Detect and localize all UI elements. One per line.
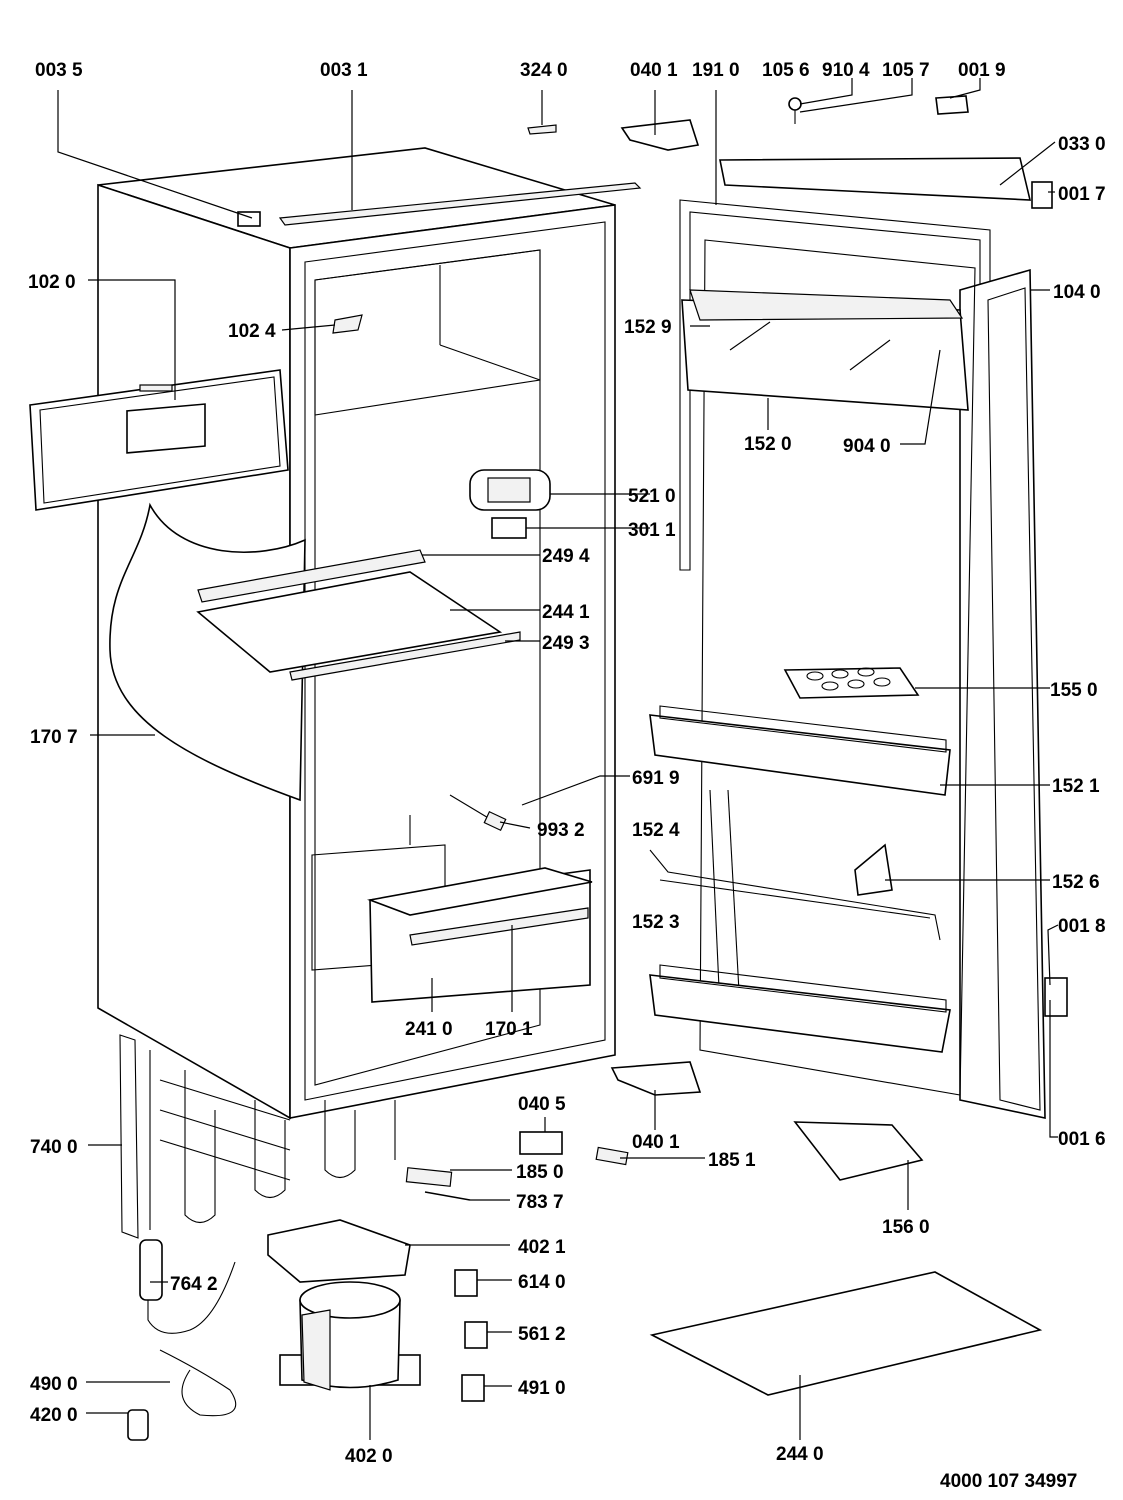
label-2441: 244 1 <box>542 602 590 623</box>
ice-tray <box>793 1121 924 1181</box>
label-0031: 003 1 <box>320 60 368 81</box>
label-2493: 249 3 <box>542 633 590 654</box>
label-4020: 402 0 <box>345 1446 393 1467</box>
label-5612: 561 2 <box>518 1324 566 1345</box>
bottle-divider <box>854 843 893 896</box>
label-1520: 152 0 <box>744 434 792 455</box>
label-1550: 155 0 <box>1050 680 1098 701</box>
label-1910: 191 0 <box>692 60 740 81</box>
egg-tray <box>783 667 920 699</box>
label-1850: 185 0 <box>516 1162 564 1183</box>
power-cord <box>147 1245 237 1417</box>
label-3240: 324 0 <box>520 60 568 81</box>
crisper-drawer <box>367 867 593 1003</box>
label-0330: 033 0 <box>1058 134 1106 155</box>
door-shelf-lower <box>649 964 951 1053</box>
door-shelf-upper <box>649 705 951 796</box>
label-1523: 152 3 <box>632 912 680 933</box>
label-0401-bottom: 040 1 <box>632 1132 680 1153</box>
label-5210: 521 0 <box>628 486 676 507</box>
label-2494: 249 4 <box>542 546 590 567</box>
hinge-plate-top <box>719 157 1032 201</box>
bottom-hinge <box>610 1061 702 1096</box>
label-1707: 170 7 <box>30 727 78 748</box>
label-1560: 156 0 <box>882 1217 930 1238</box>
compressor-bracket <box>267 1219 411 1283</box>
compressor <box>279 1281 421 1391</box>
label-0017: 001 7 <box>1058 184 1106 205</box>
label-7400: 740 0 <box>30 1137 78 1158</box>
door <box>679 199 1046 1119</box>
label-2440: 244 0 <box>776 1444 824 1465</box>
label-1851: 185 1 <box>708 1150 756 1171</box>
part-324-0 <box>527 124 557 135</box>
label-1057: 105 7 <box>882 60 930 81</box>
label-2410: 241 0 <box>405 1019 453 1040</box>
document-number: 4000 107 34997 <box>940 1471 1077 1492</box>
label-0035: 003 5 <box>35 60 83 81</box>
condenser <box>119 1034 396 1239</box>
label-1024: 102 4 <box>228 321 276 342</box>
top-hinge <box>620 119 700 151</box>
label-1521: 152 1 <box>1052 776 1100 797</box>
label-1526: 152 6 <box>1052 872 1100 893</box>
label-4910: 491 0 <box>518 1378 566 1399</box>
freezer-flap <box>29 369 289 511</box>
label-1701: 170 1 <box>485 1019 533 1040</box>
label-3011: 301 1 <box>628 520 676 541</box>
label-4200: 420 0 <box>30 1405 78 1426</box>
label-6140: 614 0 <box>518 1272 566 1293</box>
label-9040: 904 0 <box>843 436 891 457</box>
label-0016: 001 6 <box>1058 1129 1106 1150</box>
label-4021: 402 1 <box>518 1237 566 1258</box>
label-0405: 040 5 <box>518 1094 566 1115</box>
label-1529: 152 9 <box>624 317 672 338</box>
leader-lines <box>57 78 1059 1440</box>
label-1524: 152 4 <box>632 820 680 841</box>
label-6919: 691 9 <box>632 768 680 789</box>
label-9104: 910 4 <box>822 60 870 81</box>
label-7837: 783 7 <box>516 1192 564 1213</box>
vegetable-cover <box>649 1271 1043 1396</box>
flap-clip <box>332 314 363 334</box>
label-0018: 001 8 <box>1058 916 1106 937</box>
label-9932: 993 2 <box>537 820 585 841</box>
label-4900: 490 0 <box>30 1374 78 1395</box>
label-0401-top: 040 1 <box>630 60 678 81</box>
label-0019: 001 9 <box>958 60 1006 81</box>
label-1056: 105 6 <box>762 60 810 81</box>
glass-shelf <box>196 549 521 681</box>
label-1040: 104 0 <box>1053 282 1101 303</box>
label-7642: 764 2 <box>170 1274 218 1295</box>
part-labels: 003 5 003 1 324 0 040 1 191 0 105 6 910 … <box>28 60 1106 1492</box>
bottle-bar <box>649 849 941 941</box>
label-1020: 102 0 <box>28 272 76 293</box>
thermostat-housing <box>469 469 551 539</box>
